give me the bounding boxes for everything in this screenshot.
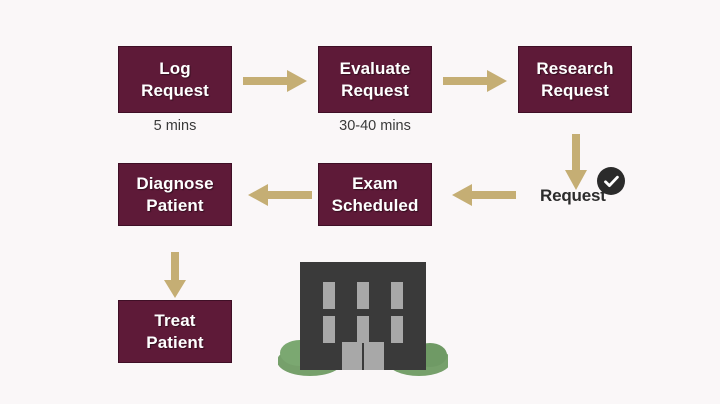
process-box-diagnose-patient[interactable]: Diagnose Patient bbox=[118, 163, 232, 226]
process-box-line2: Scheduled bbox=[331, 195, 419, 215]
window bbox=[323, 282, 335, 309]
connector-arrow-exam-to-diagnose bbox=[248, 184, 312, 206]
request-annotation-label: Request bbox=[540, 186, 606, 205]
process-box-line1: Exam bbox=[352, 173, 398, 193]
process-box-evaluate-request[interactable]: Evaluate Request bbox=[318, 46, 432, 113]
process-box-research-request[interactable]: Research Request bbox=[518, 46, 632, 113]
process-box-line2: Request bbox=[141, 80, 209, 100]
process-box-line1: Research bbox=[536, 58, 614, 78]
hospital-building-illustration bbox=[278, 258, 448, 378]
connector-arrow-diagnose-to-treat bbox=[164, 252, 186, 298]
process-box-log-request[interactable]: Log Request bbox=[118, 46, 232, 113]
process-box-line1: Evaluate bbox=[339, 58, 411, 78]
duration-caption-log-request: 5 mins bbox=[153, 118, 197, 134]
process-box-line2: Request bbox=[341, 80, 409, 100]
window bbox=[391, 282, 403, 309]
process-box-line1: Log bbox=[159, 58, 191, 78]
process-box-line2: Request bbox=[541, 80, 609, 100]
door-left bbox=[342, 342, 362, 370]
window bbox=[357, 316, 369, 343]
check-circle-icon bbox=[597, 167, 625, 195]
window bbox=[323, 316, 335, 343]
connector-arrow-request-to-exam bbox=[452, 184, 516, 206]
process-box-line1: Diagnose bbox=[136, 173, 214, 193]
process-box-exam-scheduled[interactable]: Exam Scheduled bbox=[318, 163, 432, 226]
door-right bbox=[364, 342, 384, 370]
window bbox=[357, 282, 369, 309]
process-box-line1: Treat bbox=[154, 310, 196, 330]
process-box-treat-patient[interactable]: Treat Patient bbox=[118, 300, 232, 363]
connector-arrow-research-to-request bbox=[565, 134, 587, 190]
connector-arrow-log-to-evaluate bbox=[243, 70, 307, 92]
window bbox=[391, 316, 403, 343]
process-box-line2: Patient bbox=[146, 332, 204, 352]
duration-caption-evaluate-request: 30-40 mins bbox=[339, 118, 411, 134]
process-box-line2: Patient bbox=[146, 195, 204, 215]
connector-arrow-evaluate-to-research bbox=[443, 70, 507, 92]
